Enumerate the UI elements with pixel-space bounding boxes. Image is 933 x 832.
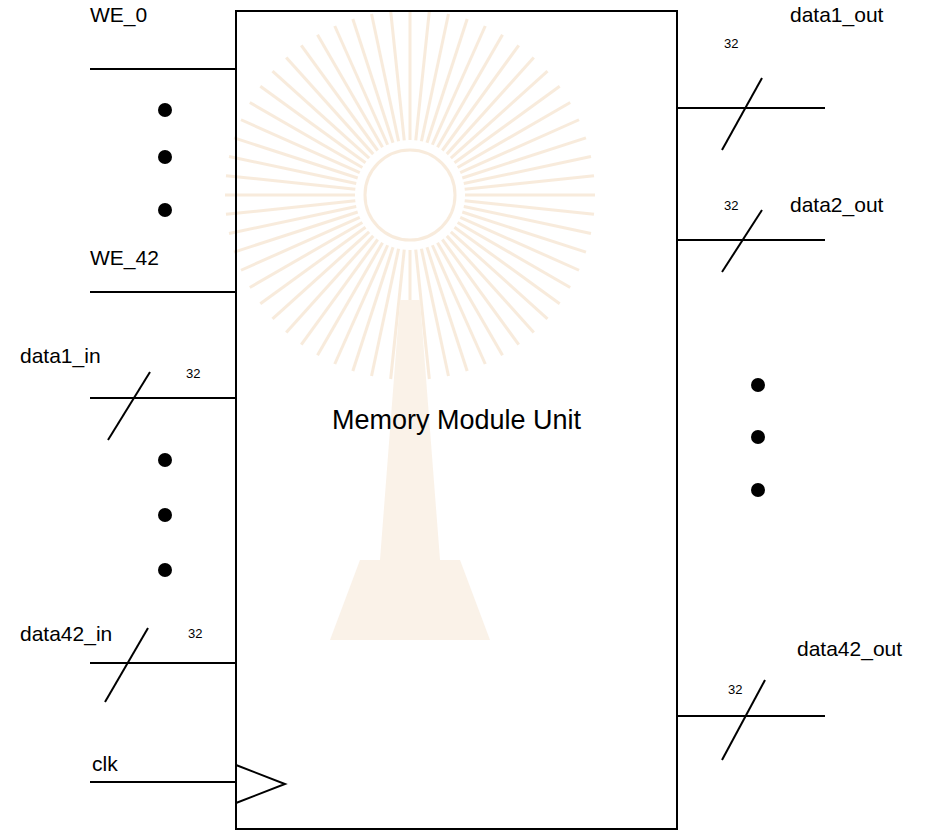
emblem-ray	[409, 10, 412, 140]
signal-name: data1_in	[20, 343, 101, 368]
emblem-ray	[421, 249, 448, 376]
emblem-ray	[458, 103, 571, 168]
emblem-ray	[464, 157, 591, 184]
ellipsis-dots	[158, 103, 765, 577]
emblem-ray	[454, 227, 559, 303]
emblem-ray	[451, 232, 548, 319]
emblem-ray	[465, 201, 594, 215]
signal-name: WE_42	[90, 245, 159, 270]
watermark-emblem	[225, 10, 595, 640]
emblem-ray	[226, 176, 355, 190]
emblem-ray	[229, 206, 356, 233]
bus-width: 32	[724, 36, 738, 52]
emblem-ray	[286, 236, 373, 333]
signal-name: data2_out	[790, 192, 883, 217]
signal-name: data42_in	[20, 621, 112, 646]
module-title: Memory Module Unit	[332, 405, 581, 436]
emblem-ray	[301, 239, 377, 344]
emblem-ray	[465, 176, 594, 190]
emblem-ray	[372, 14, 399, 141]
emblem-ray	[260, 86, 365, 162]
emblem-ray	[225, 194, 355, 197]
bus-width: 32	[728, 682, 742, 698]
bus-width: 32	[724, 198, 738, 214]
signal-wires	[90, 69, 825, 803]
emblem-ray	[447, 58, 534, 155]
emblem-ray	[416, 11, 430, 140]
emblem-ray	[318, 35, 383, 148]
bus-width: 32	[188, 626, 202, 642]
emblem-ray	[465, 194, 595, 197]
signal-name: data1_out	[790, 2, 883, 27]
emblem-ray	[438, 243, 503, 356]
emblem-ray	[226, 201, 355, 215]
emblem-ray	[250, 223, 363, 288]
emblem-ray	[273, 71, 370, 158]
bus-width: 32	[186, 366, 200, 382]
module-box: Memory Module Unit	[235, 10, 678, 830]
signal-name: data42_out	[797, 636, 902, 661]
signal-name: clk	[92, 751, 118, 776]
emblem-ray	[442, 45, 518, 150]
signal-name: WE_0	[90, 2, 147, 27]
emblem-ray	[391, 11, 405, 140]
